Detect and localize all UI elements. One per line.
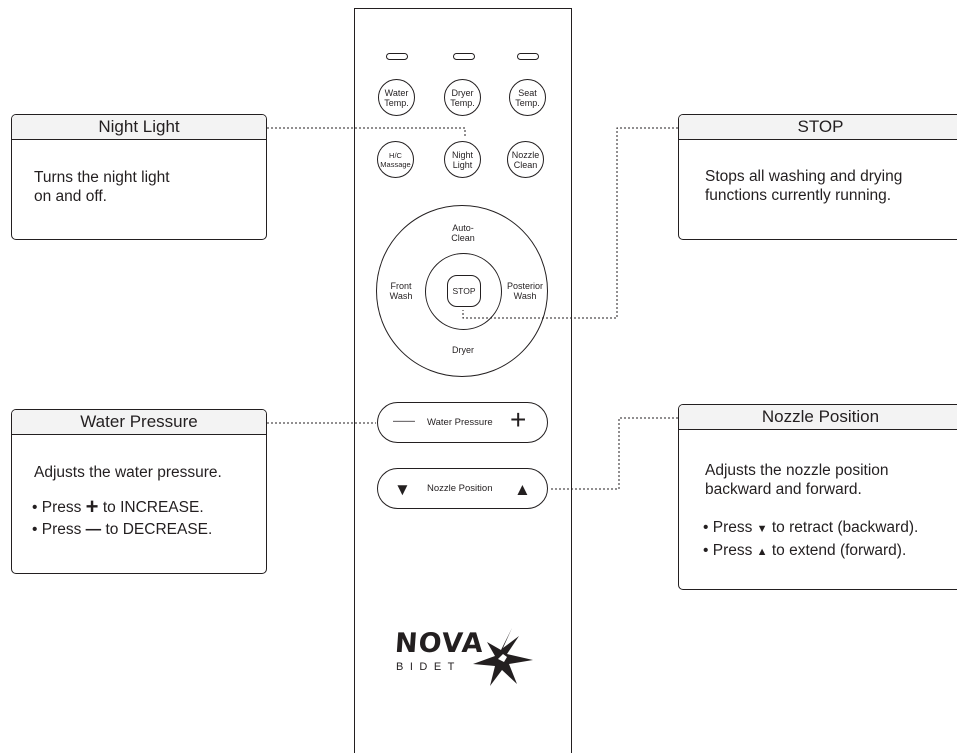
night-light-callout-title: Night Light <box>12 115 266 140</box>
nova-bidet-logo: NOVA BIDET <box>394 628 535 688</box>
water-pressure-control <box>377 402 548 443</box>
hc-massage-button[interactable]: H/C Massage <box>377 141 414 178</box>
nozzle-position-label: Nozzle Position <box>427 483 493 494</box>
water-pressure-bullet-decrease: • Press — to DECREASE. <box>32 521 213 538</box>
water-temp-button[interactable]: Water Temp. <box>378 79 415 116</box>
minus-icon: — <box>85 521 102 538</box>
nozzle-position-callout-title: Nozzle Position <box>679 405 957 430</box>
nozzle-position-callout-text: Adjusts the nozzle position backward and… <box>705 462 889 498</box>
logo-subtext: BIDET <box>396 661 461 673</box>
water-pressure-callout: Water Pressure Adjusts the water pressur… <box>11 409 267 574</box>
water-pressure-increase-button[interactable]: + <box>510 404 527 435</box>
nozzle-position-bullet-retract: • Press ▼ to retract (backward). <box>703 519 919 536</box>
water-pressure-decrease-button[interactable]: — <box>393 416 415 426</box>
auto-clean-button[interactable]: Auto- Clean <box>451 223 475 243</box>
starburst-icon <box>473 628 533 686</box>
night-light-callout-text: Turns the night light on and off. <box>34 169 170 205</box>
plus-icon: + <box>85 494 99 519</box>
indicator-led-seat-temp <box>517 53 539 60</box>
posterior-wash-button[interactable]: Posterior Wash <box>506 281 543 301</box>
dryer-button[interactable]: Dryer <box>452 345 474 355</box>
front-wash-button[interactable]: Front Wash <box>389 281 413 301</box>
stop-button[interactable]: STOP <box>447 275 481 307</box>
water-pressure-callout-title: Water Pressure <box>12 410 266 435</box>
nozzle-clean-button[interactable]: Nozzle Clean <box>507 141 544 178</box>
water-pressure-label: Water Pressure <box>427 417 493 428</box>
night-light-button[interactable]: Night Light <box>444 141 481 178</box>
nozzle-position-bullet-extend: • Press ▲ to extend (forward). <box>703 542 907 559</box>
up-triangle-icon: ▲ <box>756 546 768 558</box>
nozzle-position-callout: Nozzle Position Adjusts the nozzle posit… <box>678 404 957 590</box>
indicator-led-dryer-temp <box>453 53 475 60</box>
nozzle-extend-button[interactable]: ▲ <box>514 480 531 499</box>
water-pressure-bullet-increase: • Press + to INCREASE. <box>32 494 204 519</box>
nozzle-position-control <box>377 468 548 509</box>
down-triangle-icon: ▼ <box>756 523 768 535</box>
seat-temp-button[interactable]: Seat Temp. <box>509 79 546 116</box>
stop-callout-text: Stops all washing and drying functions c… <box>705 168 903 204</box>
stop-callout-title: STOP <box>679 115 957 140</box>
water-pressure-callout-text: Adjusts the water pressure. <box>34 464 222 481</box>
indicator-led-water-temp <box>386 53 408 60</box>
nozzle-retract-button[interactable]: ▼ <box>394 480 411 499</box>
stop-callout: STOP Stops all washing and drying functi… <box>678 114 957 240</box>
dryer-temp-button[interactable]: Dryer Temp. <box>444 79 481 116</box>
night-light-callout: Night Light Turns the night light on and… <box>11 114 267 240</box>
